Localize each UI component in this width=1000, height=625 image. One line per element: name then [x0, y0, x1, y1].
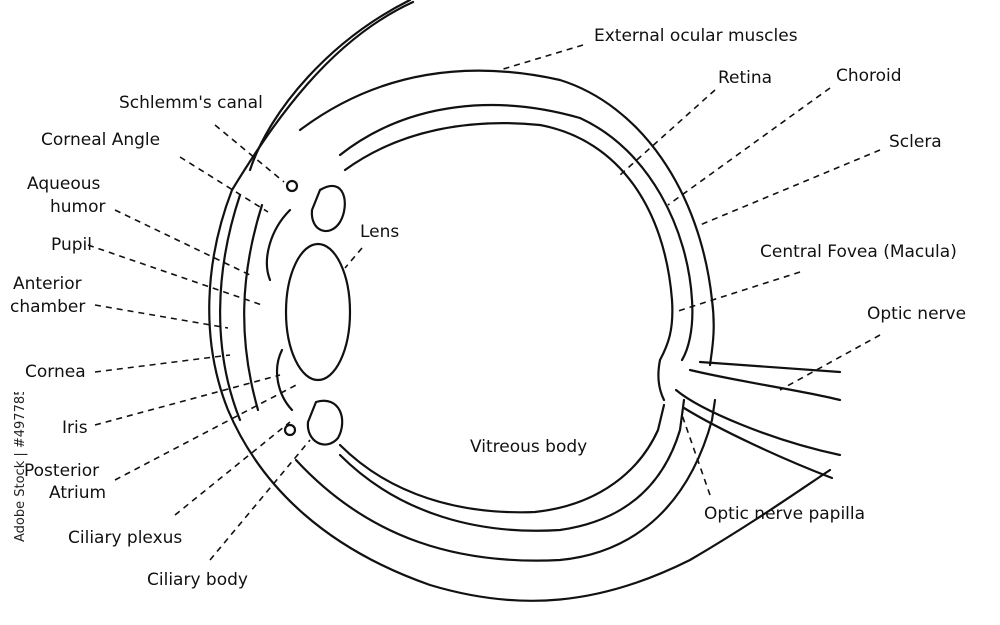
label-anterior-chamber-line1: Anterior: [13, 274, 82, 294]
label-posterior-atrium-line2: Atrium: [49, 483, 106, 503]
stock-watermark: Adobe Stock | #497785511: [13, 392, 28, 542]
label-external-ocular-muscles: External ocular muscles: [594, 26, 798, 46]
label-central-fovea: Central Fovea (Macula): [760, 242, 957, 262]
label-retina: Retina: [718, 68, 772, 88]
choroid-layer: [294, 69, 717, 562]
label-aqueous-humor-line1: Aqueous: [27, 174, 101, 194]
optic-nerve-fibers: [674, 360, 842, 480]
label-choroid: Choroid: [836, 66, 902, 86]
label-sclera: Sclera: [889, 132, 942, 152]
label-lens: Lens: [360, 222, 399, 242]
label-cornea: Cornea: [25, 362, 86, 382]
label-ciliary-body: Ciliary body: [147, 570, 248, 590]
watermark-text: Adobe Stock | #497785511: [13, 392, 28, 542]
label-optic-nerve-papilla: Optic nerve papilla: [704, 504, 865, 524]
label-corneal-angle: Corneal Angle: [41, 130, 160, 150]
cornea: [219, 193, 264, 422]
lens-shape: [284, 242, 352, 382]
inner-eye-wall: [338, 122, 674, 514]
label-ciliary-plexus: Ciliary plexus: [68, 528, 182, 548]
label-vitreous-body: Vitreous body: [470, 437, 587, 457]
label-aqueous-humor-line2: humor: [50, 197, 106, 217]
label-pupil: Pupil: [51, 235, 92, 255]
leader-lines: [87, 44, 881, 561]
label-optic-nerve: Optic nerve: [867, 304, 966, 324]
label-schlemms-canal: Schlemm's canal: [119, 93, 263, 113]
iris: [265, 208, 294, 412]
label-iris: Iris: [62, 418, 88, 438]
sclera-outer-wall: [208, 0, 832, 602]
retina-layer: [338, 103, 694, 532]
label-posterior-atrium-line1: Posterior: [24, 461, 99, 481]
label-anterior-chamber-line2: chamber: [10, 297, 85, 317]
ciliary-body: [283, 179, 346, 446]
